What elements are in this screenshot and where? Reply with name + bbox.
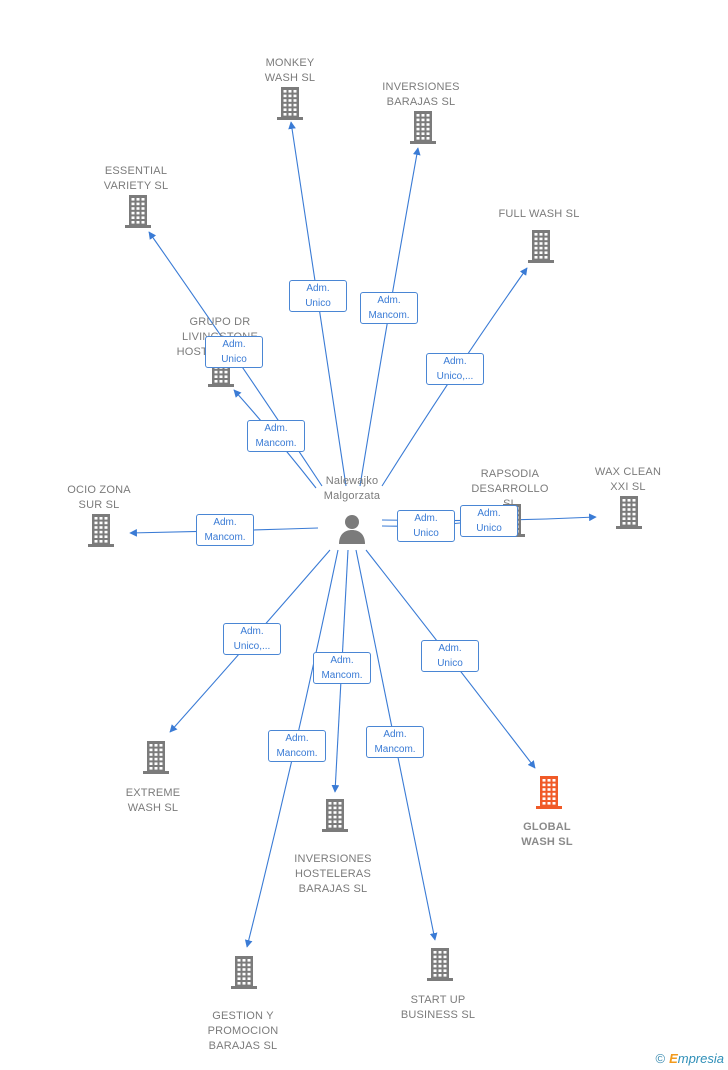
company-name: START UP BUSINESS SL (400, 994, 476, 1021)
company-name: ESSENTIAL VARIETY SL (103, 165, 169, 192)
center-person-name: Nalewajko Malgorzata (323, 475, 381, 502)
edge-label-extreme[interactable]: Adm. Unico,... (223, 623, 281, 655)
edge-label-ocio[interactable]: Adm. Mancom. (196, 514, 254, 546)
copyright-icon: © (655, 1051, 666, 1066)
company-name: INVERSIONES HOSTELERAS BARAJAS SL (294, 853, 372, 895)
company-name: WAX CLEAN XXI SL (594, 466, 662, 493)
building-icon (143, 741, 169, 774)
edge-label-monkey[interactable]: Adm. Unico (289, 280, 347, 312)
building-icon (322, 799, 348, 832)
edge-label-grupodr[interactable]: Adm. Mancom. (247, 420, 305, 452)
company-name: GESTION Y PROMOCION BARAJAS SL (207, 1010, 279, 1052)
edge-label-rapsodia[interactable]: Adm. Unico (397, 510, 455, 542)
company-name: EXTREME WASH SL (125, 787, 181, 814)
building-icon (528, 230, 554, 263)
company-name: FULL WASH SL (498, 208, 580, 220)
edge-label-gestion[interactable]: Adm. Mancom. (268, 730, 326, 762)
building-icon (427, 948, 453, 981)
company-name: GLOBAL WASH SL (521, 821, 573, 848)
edge-label-invbarajas[interactable]: Adm. Mancom. (360, 292, 418, 324)
building-icon (536, 776, 562, 809)
building-icon (88, 514, 114, 547)
building-icon (277, 87, 303, 120)
edge-label-waxclean[interactable]: Adm. Unico (460, 505, 518, 537)
edge-label-startup[interactable]: Adm. Mancom. (366, 726, 424, 758)
building-icon (125, 195, 151, 228)
edge-label-invhost[interactable]: Adm. Mancom. (313, 652, 371, 684)
company-name: INVERSIONES BARAJAS SL (382, 81, 460, 108)
building-icon (616, 496, 642, 529)
building-icon (231, 956, 257, 989)
person-icon (339, 515, 365, 544)
brand-initial: E (669, 1051, 678, 1066)
edge-label-global[interactable]: Adm. Unico (421, 640, 479, 672)
building-icon (410, 111, 436, 144)
edge-label-fullwash[interactable]: Adm. Unico,... (426, 353, 484, 385)
company-name: OCIO ZONA SUR SL (67, 484, 131, 511)
company-name: MONKEY WASH SL (264, 57, 316, 84)
footer-brand: ©Empresia (655, 1051, 724, 1066)
edge-label-essential[interactable]: Adm. Unico (205, 336, 263, 368)
brand-name: mpresia (677, 1051, 724, 1066)
